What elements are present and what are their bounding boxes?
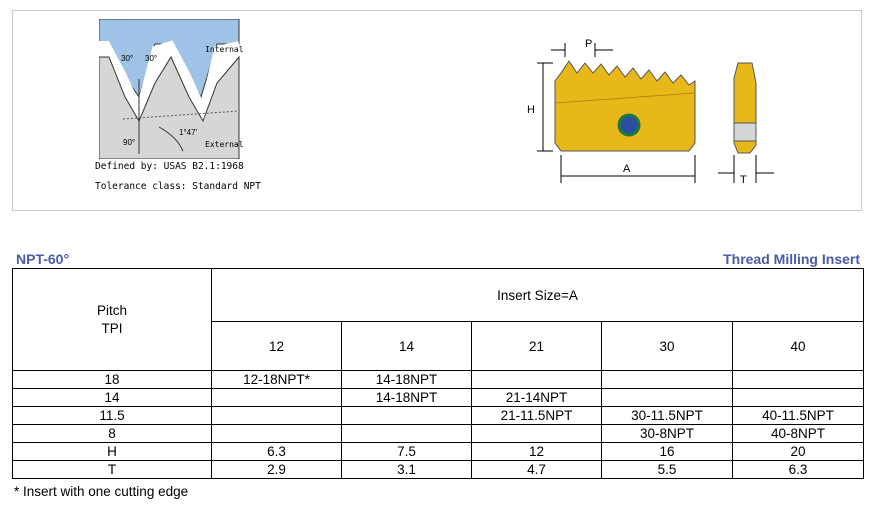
table-cell: 40-8NPT: [731, 424, 865, 443]
size-header: 14: [341, 321, 472, 371]
pitch-header: Pitch TPI: [12, 268, 212, 371]
table-cell: [731, 388, 865, 407]
tolerance-text: Tolerance class: Standard NPT: [95, 181, 261, 192]
insert-hole: [617, 113, 641, 137]
internal-label: Internal: [205, 45, 244, 54]
table-cell: 21-11.5NPT: [471, 406, 602, 425]
table-cell: 20: [731, 442, 865, 461]
size-header: 40: [731, 321, 865, 371]
table-cell: [601, 370, 733, 389]
table-cell: [211, 424, 342, 443]
dimension-h-label: H: [527, 104, 535, 116]
angle-left-label: 30°: [121, 54, 133, 63]
table-cell: 12-18NPT*: [211, 370, 342, 389]
table-cell: [211, 388, 342, 407]
insert-side-view: T: [718, 62, 774, 183]
table-cell: [341, 406, 472, 425]
size-header: 30: [601, 321, 733, 371]
table-cell: [731, 370, 865, 389]
external-label: External: [205, 140, 244, 149]
table-row: H 6.3 7.5 12 16 20: [12, 442, 865, 461]
table-row: 18 12-18NPT* 14-18NPT: [12, 370, 865, 389]
table-cell: [211, 406, 342, 425]
insert-body: [554, 60, 696, 152]
size-header: 12: [211, 321, 342, 371]
row-label: 14: [12, 388, 212, 407]
row-label: 11.5: [12, 406, 212, 425]
table-cell: 14-18NPT: [341, 370, 472, 389]
thread-profile-diagram: Internal External 30° 30° 90° 1°47': [99, 19, 244, 159]
table-cell: 40-11.5NPT: [731, 406, 865, 425]
table-cell: 5.5: [601, 460, 733, 479]
angle-90-label: 90°: [123, 138, 135, 147]
row-label: 8: [12, 424, 212, 443]
table-cell: 12: [471, 442, 602, 461]
table-cell: 3.1: [341, 460, 472, 479]
table-row: 14 14-18NPT 21-14NPT: [12, 388, 865, 407]
table-cell: 2.9: [211, 460, 342, 479]
spec-table: Pitch TPI Insert Size=A 12 14 21 30 40 1…: [12, 268, 865, 479]
section-title-insert: Thread Milling Insert: [723, 251, 860, 267]
section-title-npt: NPT-60°: [16, 251, 70, 267]
dimension-t-label: T: [740, 174, 747, 183]
table-cell: [341, 424, 472, 443]
defined-by-text: Defined by: USAS B2.1:1968: [95, 161, 244, 172]
angle-right-label: 30°: [145, 54, 157, 63]
dimension-p-label: P: [585, 38, 592, 50]
table-cell: [601, 388, 733, 407]
size-header: 21: [471, 321, 602, 371]
table-cell: [471, 370, 602, 389]
table-row: 11.5 21-11.5NPT 30-11.5NPT 40-11.5NPT: [12, 406, 865, 425]
table-cell: 6.3: [211, 442, 342, 461]
table-cell: 4.7: [471, 460, 602, 479]
taper-angle-label: 1°47': [179, 128, 198, 137]
external-thread-region: [99, 55, 240, 159]
diagram-panel: Internal External 30° 30° 90° 1°47' Defi…: [12, 10, 862, 211]
table-cell: 6.3: [731, 460, 865, 479]
table-cell: 16: [601, 442, 733, 461]
table-cell: 7.5: [341, 442, 472, 461]
header-row-1: Pitch TPI Insert Size=A: [12, 268, 865, 371]
table-cell: 14-18NPT: [341, 388, 472, 407]
insert-size-header: Insert Size=A: [210, 268, 865, 322]
table-cell: 21-14NPT: [471, 388, 602, 407]
table-row: 8 30-8NPT 40-8NPT: [12, 424, 865, 443]
row-label: 18: [12, 370, 212, 389]
row-label: H: [12, 442, 212, 461]
table-cell: 30-11.5NPT: [601, 406, 733, 425]
row-label: T: [12, 460, 212, 479]
table-cell: 30-8NPT: [601, 424, 733, 443]
footnote: * Insert with one cutting edge: [14, 484, 189, 499]
table-cell: [471, 424, 602, 443]
insert-front-view: P H A: [527, 38, 696, 183]
table-row: T 2.9 3.1 4.7 5.5 6.3: [12, 460, 865, 479]
dimension-a-label: A: [623, 163, 631, 175]
